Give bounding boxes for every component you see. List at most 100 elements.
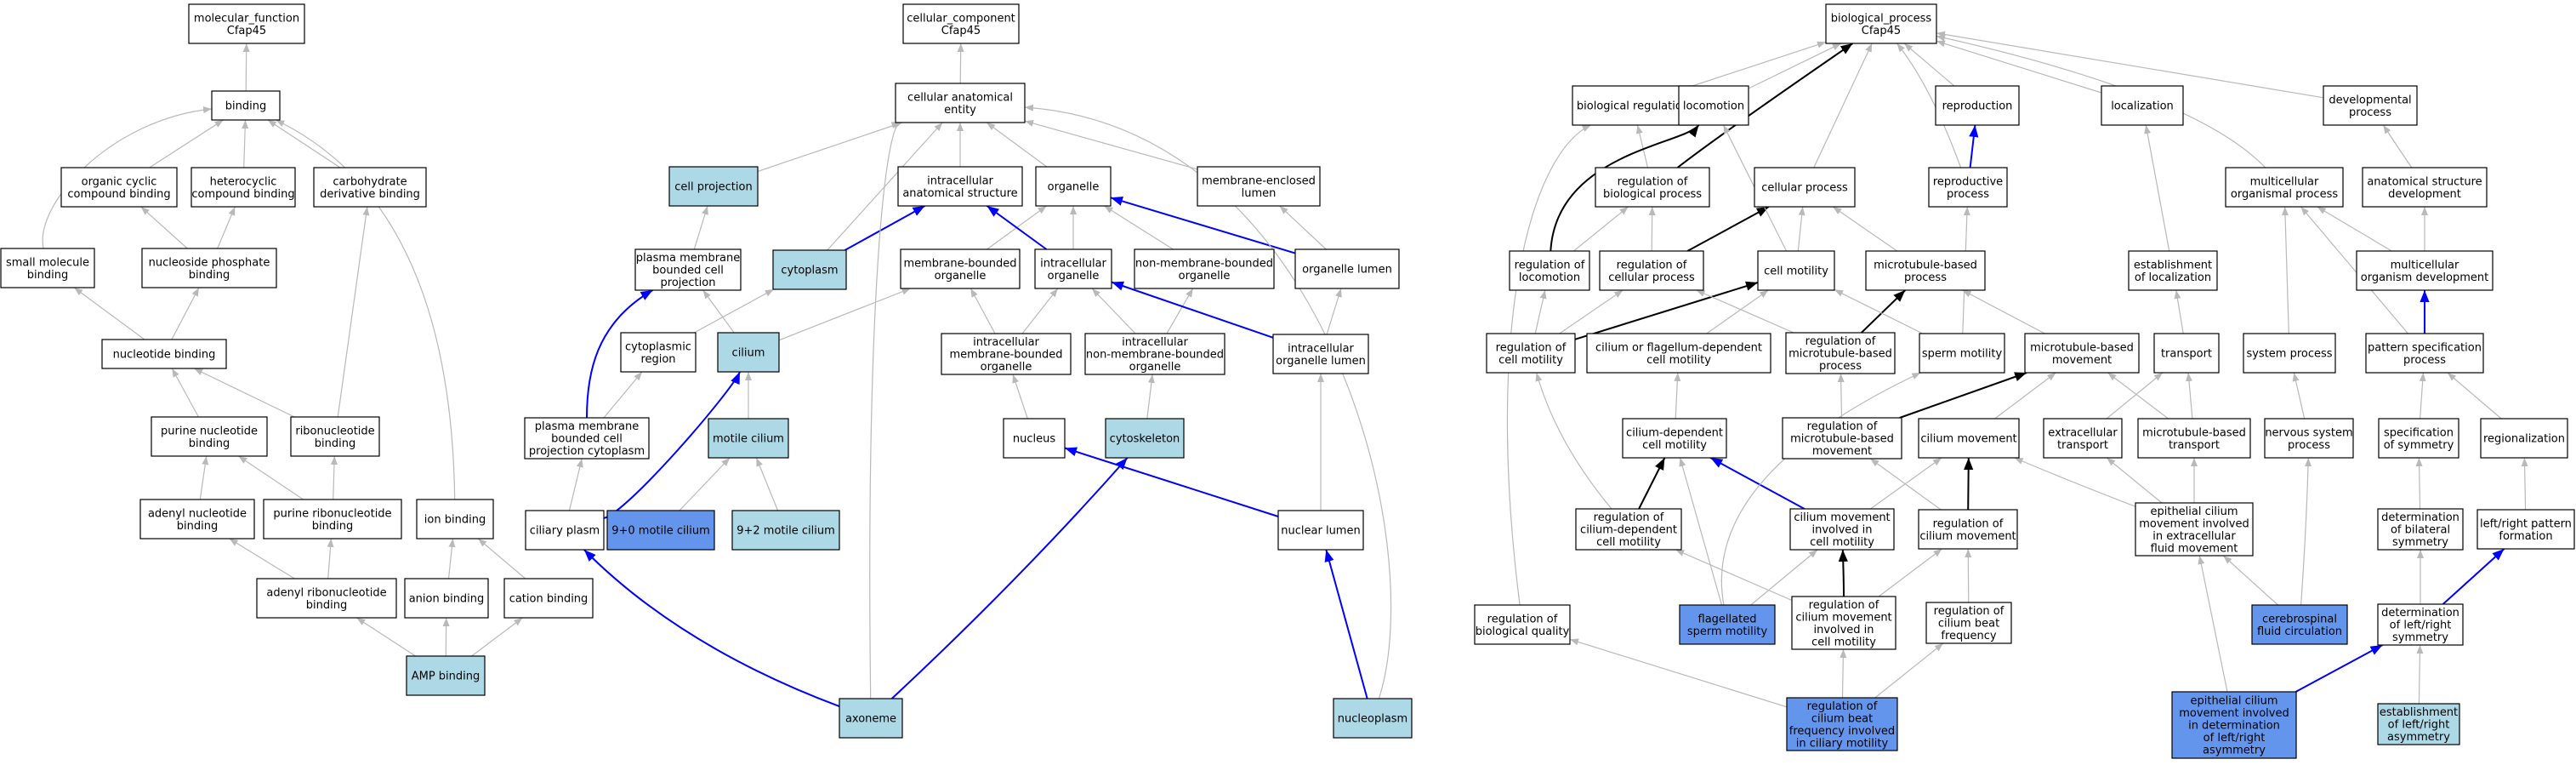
edge-cytoskeleton-to-intracellular_nmbo	[1146, 374, 1155, 420]
term-node-ion-binding[interactable]: ion binding	[416, 499, 494, 539]
term-node-nine-zero-motile[interactable]: 9+0 motile cilium	[606, 510, 715, 551]
term-node-cellular-process[interactable]: cellular process	[1754, 167, 1856, 208]
term-node-locomotion[interactable]: locomotion	[1678, 85, 1749, 126]
term-node-cytoplasm[interactable]: cytoplasm	[772, 249, 847, 290]
term-node-cell-motility[interactable]: cell motility	[1757, 250, 1835, 291]
term-node-transport[interactable]: transport	[2153, 333, 2220, 374]
term-node-cilium[interactable]: cilium	[717, 332, 780, 373]
term-label-line: non-membrane-bounded	[1086, 349, 1224, 362]
term-node-biological-regulation[interactable]: biological regulation	[1572, 85, 1694, 126]
term-box	[900, 248, 1021, 289]
term-node-system-process[interactable]: system process	[2243, 333, 2336, 374]
term-node-cell-projection[interactable]: cell projection	[668, 166, 759, 207]
term-node-regionalization[interactable]: regionalization	[2480, 418, 2568, 459]
edge-adenyl_nucleotide-to-purine_nucleotide	[199, 455, 209, 500]
term-node-anion-binding[interactable]: anion binding	[404, 578, 489, 619]
term-node-intracellular-nmbo[interactable]: intracellularnon-membrane-boundedorganel…	[1084, 333, 1225, 375]
edge-epithelial_cilium_lr-to-determination_lr	[2295, 644, 2383, 693]
term-node-amp-binding[interactable]: AMP binding	[406, 655, 486, 696]
term-node-motile-cilium[interactable]: motile cilium	[708, 418, 789, 459]
term-node-nucleotide-binding[interactable]: nucleotide binding	[101, 339, 227, 369]
term-node-reproduction[interactable]: reproduction	[1935, 85, 2020, 126]
term-node-cytoskeleton[interactable]: cytoskeleton	[1105, 418, 1185, 459]
term-node-organelle-lumen[interactable]: organelle lumen	[1294, 248, 1400, 289]
term-box	[188, 3, 305, 44]
term-node-localization[interactable]: localization	[2101, 85, 2184, 126]
term-node-organelle[interactable]: organelle	[1035, 166, 1112, 207]
term-node-sperm-motility[interactable]: sperm motility	[1919, 333, 2005, 374]
term-box	[524, 417, 650, 460]
term-node-axoneme[interactable]: axoneme	[839, 698, 903, 739]
term-node-nine-two-motile[interactable]: 9+2 motile cilium	[731, 510, 840, 551]
term-node-nucleoplasm[interactable]: nucleoplasm	[1333, 698, 1413, 739]
term-box	[2476, 509, 2575, 550]
term-node-ciliary-plasm[interactable]: ciliary plasm	[525, 510, 605, 551]
term-node-binding[interactable]: binding	[211, 90, 281, 121]
term-node-cilium-movement[interactable]: cilium movement	[1918, 418, 2020, 459]
term-node-cation-binding[interactable]: cation binding	[503, 578, 594, 619]
term-node-nuclear-lumen[interactable]: nuclear lumen	[1277, 510, 1364, 551]
term-node-nucleus[interactable]: nucleus	[1003, 418, 1066, 459]
